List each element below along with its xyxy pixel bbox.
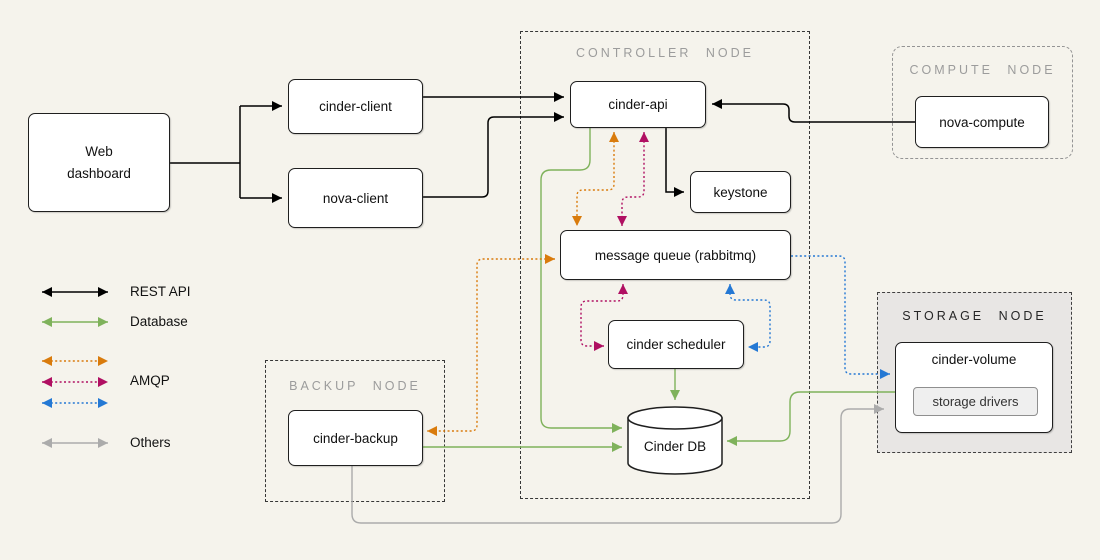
storage-node-label: STORAGE NODE — [902, 309, 1047, 323]
controller-node-label: CONTROLLER NODE — [575, 46, 755, 60]
cinder-client-label: cinder-client — [319, 99, 392, 114]
edge-mq-scheduler-blue — [725, 284, 771, 352]
nova-compute-label: nova-compute — [939, 114, 1025, 130]
cinder-scheduler-box: cinder scheduler — [608, 320, 744, 369]
web-dashboard-label: Web dashboard — [67, 143, 131, 181]
compute-node: COMPUTE NODE — [892, 46, 1073, 159]
edge-nova-client-cinder-api — [423, 112, 564, 198]
cinder-db: Cinder DB — [628, 432, 722, 460]
legend-arrows — [42, 287, 108, 448]
cinder-client-box: cinder-client — [288, 79, 423, 134]
cinder-backup-label: cinder-backup — [313, 430, 398, 446]
nova-client-label: nova-client — [322, 190, 389, 206]
edge-mq-scheduler-magenta — [580, 284, 628, 351]
keystone-label: keystone — [713, 184, 768, 200]
compute-node-label: COMPUTE NODE — [909, 63, 1056, 77]
legend-label-amqp: AMQP — [130, 373, 170, 388]
cinder-volume-label: cinder-volume — [931, 352, 1017, 367]
edge-cinder-api-keystone — [665, 128, 684, 197]
edge-mq-cinder-backup-orange — [427, 254, 555, 436]
nova-client-box: nova-client — [288, 168, 423, 228]
cinder-api-label: cinder-api — [608, 97, 668, 112]
cinder-db-label: Cinder DB — [643, 438, 707, 454]
message-queue-box: message queue (rabbitmq) — [560, 230, 791, 280]
cinder-backup-box: cinder-backup — [288, 410, 423, 466]
keystone-box: keystone — [690, 171, 791, 213]
cinder-db-shape — [627, 406, 723, 475]
legend-label-others: Others — [130, 435, 171, 450]
legend-label-database: Database — [130, 314, 188, 329]
storage-drivers-box: storage drivers — [913, 387, 1038, 416]
edge-backup-storage-drivers — [351, 404, 884, 524]
edge-cinder-api-mq-orange — [572, 132, 619, 226]
backup-node-label: BACKUP NODE — [289, 379, 421, 393]
cinder-api-box: cinder-api — [570, 81, 706, 128]
legend-label-rest-api: REST API — [130, 284, 191, 299]
web-dashboard-box: Web dashboard — [28, 113, 170, 212]
nova-compute-box: nova-compute — [915, 96, 1049, 148]
edge-mq-cinder-volume-blue — [791, 255, 890, 379]
edge-volume-cinder-db — [727, 391, 895, 446]
edge-nova-compute-cinder-api — [712, 99, 915, 123]
message-queue-label: message queue (rabbitmq) — [594, 247, 757, 263]
cinder-scheduler-label: cinder scheduler — [626, 337, 726, 352]
edge-cinder-api-mq-magenta — [617, 132, 649, 226]
storage-drivers-label: storage drivers — [932, 394, 1019, 409]
